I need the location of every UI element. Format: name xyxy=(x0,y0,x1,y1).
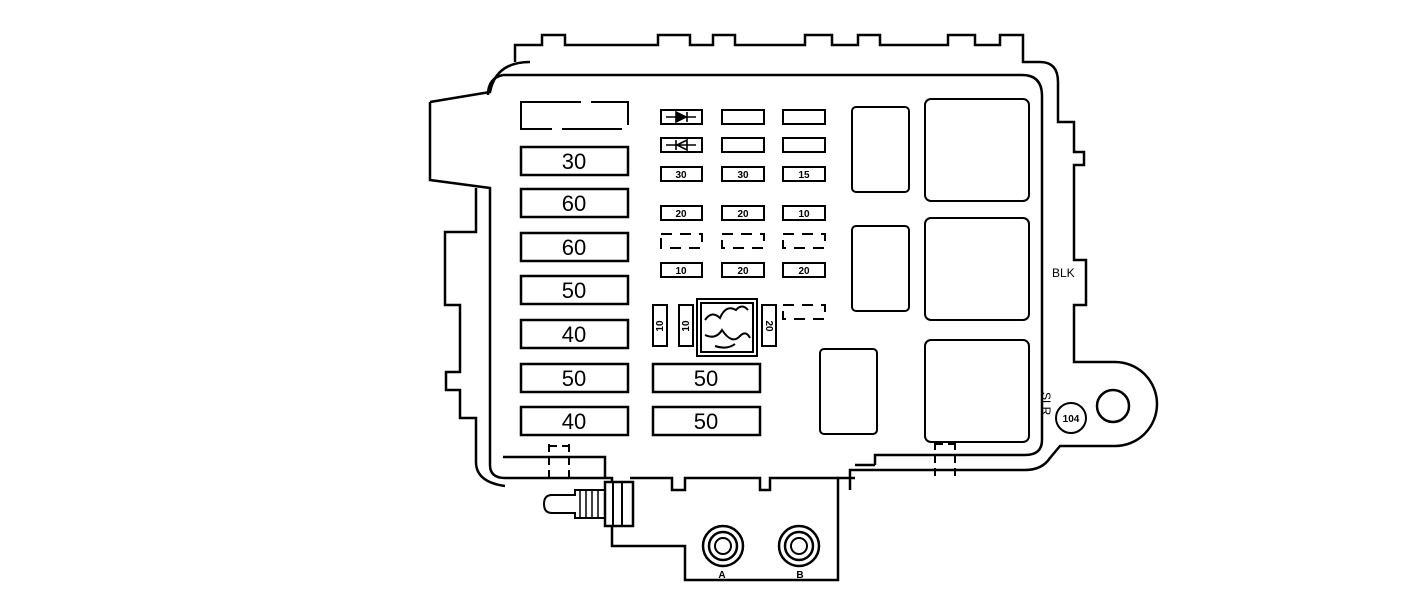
mini-fuse-label: 30 xyxy=(737,170,749,181)
large-fuse xyxy=(519,145,630,177)
connector-slr-label: SLR xyxy=(1039,392,1053,416)
connector-blk-label: BLK xyxy=(1052,266,1075,280)
side-stud-threads xyxy=(579,490,599,518)
vertical-fuse-label: 20 xyxy=(763,320,774,332)
mini-fuse xyxy=(782,205,826,221)
mini-fuse-slot-empty xyxy=(660,233,703,249)
inner-bottom-left xyxy=(503,455,607,478)
mini-fuse-label: 10 xyxy=(798,209,810,220)
mini-fuse xyxy=(782,166,826,182)
terminal-post-b-core xyxy=(790,537,808,555)
terminal-post-a-core xyxy=(714,537,732,555)
large-fuse xyxy=(519,405,630,437)
diode-icon xyxy=(666,110,696,124)
relay-large xyxy=(924,217,1030,321)
mini-fuse xyxy=(660,205,703,221)
mini-fuse-slot xyxy=(721,109,765,125)
side-stud-nut xyxy=(603,480,635,528)
large-fuse xyxy=(519,231,630,263)
vertical-fuse xyxy=(678,304,694,347)
mini-fuse-label: 20 xyxy=(737,209,749,220)
micro-relay-inner xyxy=(700,302,754,353)
terminal-post-b-inner xyxy=(783,530,815,562)
large-fuse xyxy=(519,362,630,394)
mini-fuse-slot-empty xyxy=(721,233,765,249)
large-fuse xyxy=(519,318,630,350)
mini-fuse-slot-empty xyxy=(782,233,826,249)
large-fuse-label: 50 xyxy=(694,366,718,391)
large-fuse xyxy=(519,274,630,306)
diode-icon xyxy=(666,138,696,152)
mounting-hole xyxy=(1095,388,1131,424)
large-fuse-label: 50 xyxy=(694,409,718,434)
mini-fuse-slot xyxy=(721,137,765,153)
side-stud xyxy=(542,489,606,519)
large-fuse-label: 40 xyxy=(562,409,586,434)
large-fuse-label: 30 xyxy=(562,149,586,174)
mini-fuse-label: 20 xyxy=(675,209,687,220)
relay-large xyxy=(924,339,1030,443)
housing-left-side xyxy=(443,188,506,488)
mini-fuse-label: 15 xyxy=(798,170,810,181)
mini-fuse-label: 20 xyxy=(798,266,810,277)
large-fuse-label: 50 xyxy=(562,278,586,303)
inner-bottom-mid xyxy=(630,463,875,492)
mini-fuse xyxy=(721,166,765,182)
mini-fuse xyxy=(721,205,765,221)
mini-fuse xyxy=(782,262,826,278)
vertical-fuse-label: 10 xyxy=(681,320,692,332)
left-fuse-column: 30 60 60 50 40 50 40 xyxy=(519,145,630,437)
relay xyxy=(851,225,910,312)
mini-fuse-label: 10 xyxy=(675,266,687,277)
housing-inner-outline xyxy=(486,73,1044,465)
side-stud-nut-lines xyxy=(612,482,623,526)
mini-fuse xyxy=(721,262,765,278)
ground-id-label: 104 xyxy=(1063,414,1080,425)
vertical-fuse xyxy=(652,304,668,347)
mini-fuse xyxy=(660,166,703,182)
large-fuse-slot-empty xyxy=(520,101,629,130)
mini-fuse-slot-empty xyxy=(782,304,826,320)
mini-fuse-slot xyxy=(782,137,826,153)
terminal-post-b xyxy=(777,524,821,568)
terminal-post-a-inner xyxy=(707,530,739,562)
terminal-b-label: B xyxy=(796,570,803,581)
terminal-post-a xyxy=(701,524,745,568)
mini-fuse-slot xyxy=(782,109,826,125)
relay-large xyxy=(924,98,1030,202)
vertical-fuse-label: 10 xyxy=(655,320,666,332)
relay xyxy=(851,106,910,193)
micro-relay-pattern xyxy=(704,305,751,349)
connector-dashed xyxy=(548,444,570,478)
housing-outer-outline xyxy=(428,33,1159,582)
mini-fuse-label: 30 xyxy=(675,170,687,181)
large-fuse xyxy=(519,187,630,219)
mini-fuse-label: 20 xyxy=(737,266,749,277)
terminal-a-label: A xyxy=(718,570,725,581)
relay xyxy=(819,348,878,435)
ground-id-badge xyxy=(1055,402,1087,434)
large-fuse-label: 60 xyxy=(562,191,586,216)
connector-dashed xyxy=(934,442,956,478)
large-fuse-label: 50 xyxy=(562,366,586,391)
vertical-fuse xyxy=(761,304,777,347)
mini-fuse xyxy=(660,262,703,278)
large-fuse-label: 40 xyxy=(562,322,586,347)
large-fuse-label: 60 xyxy=(562,235,586,260)
large-fuse xyxy=(651,405,762,437)
large-fuse xyxy=(651,362,762,394)
